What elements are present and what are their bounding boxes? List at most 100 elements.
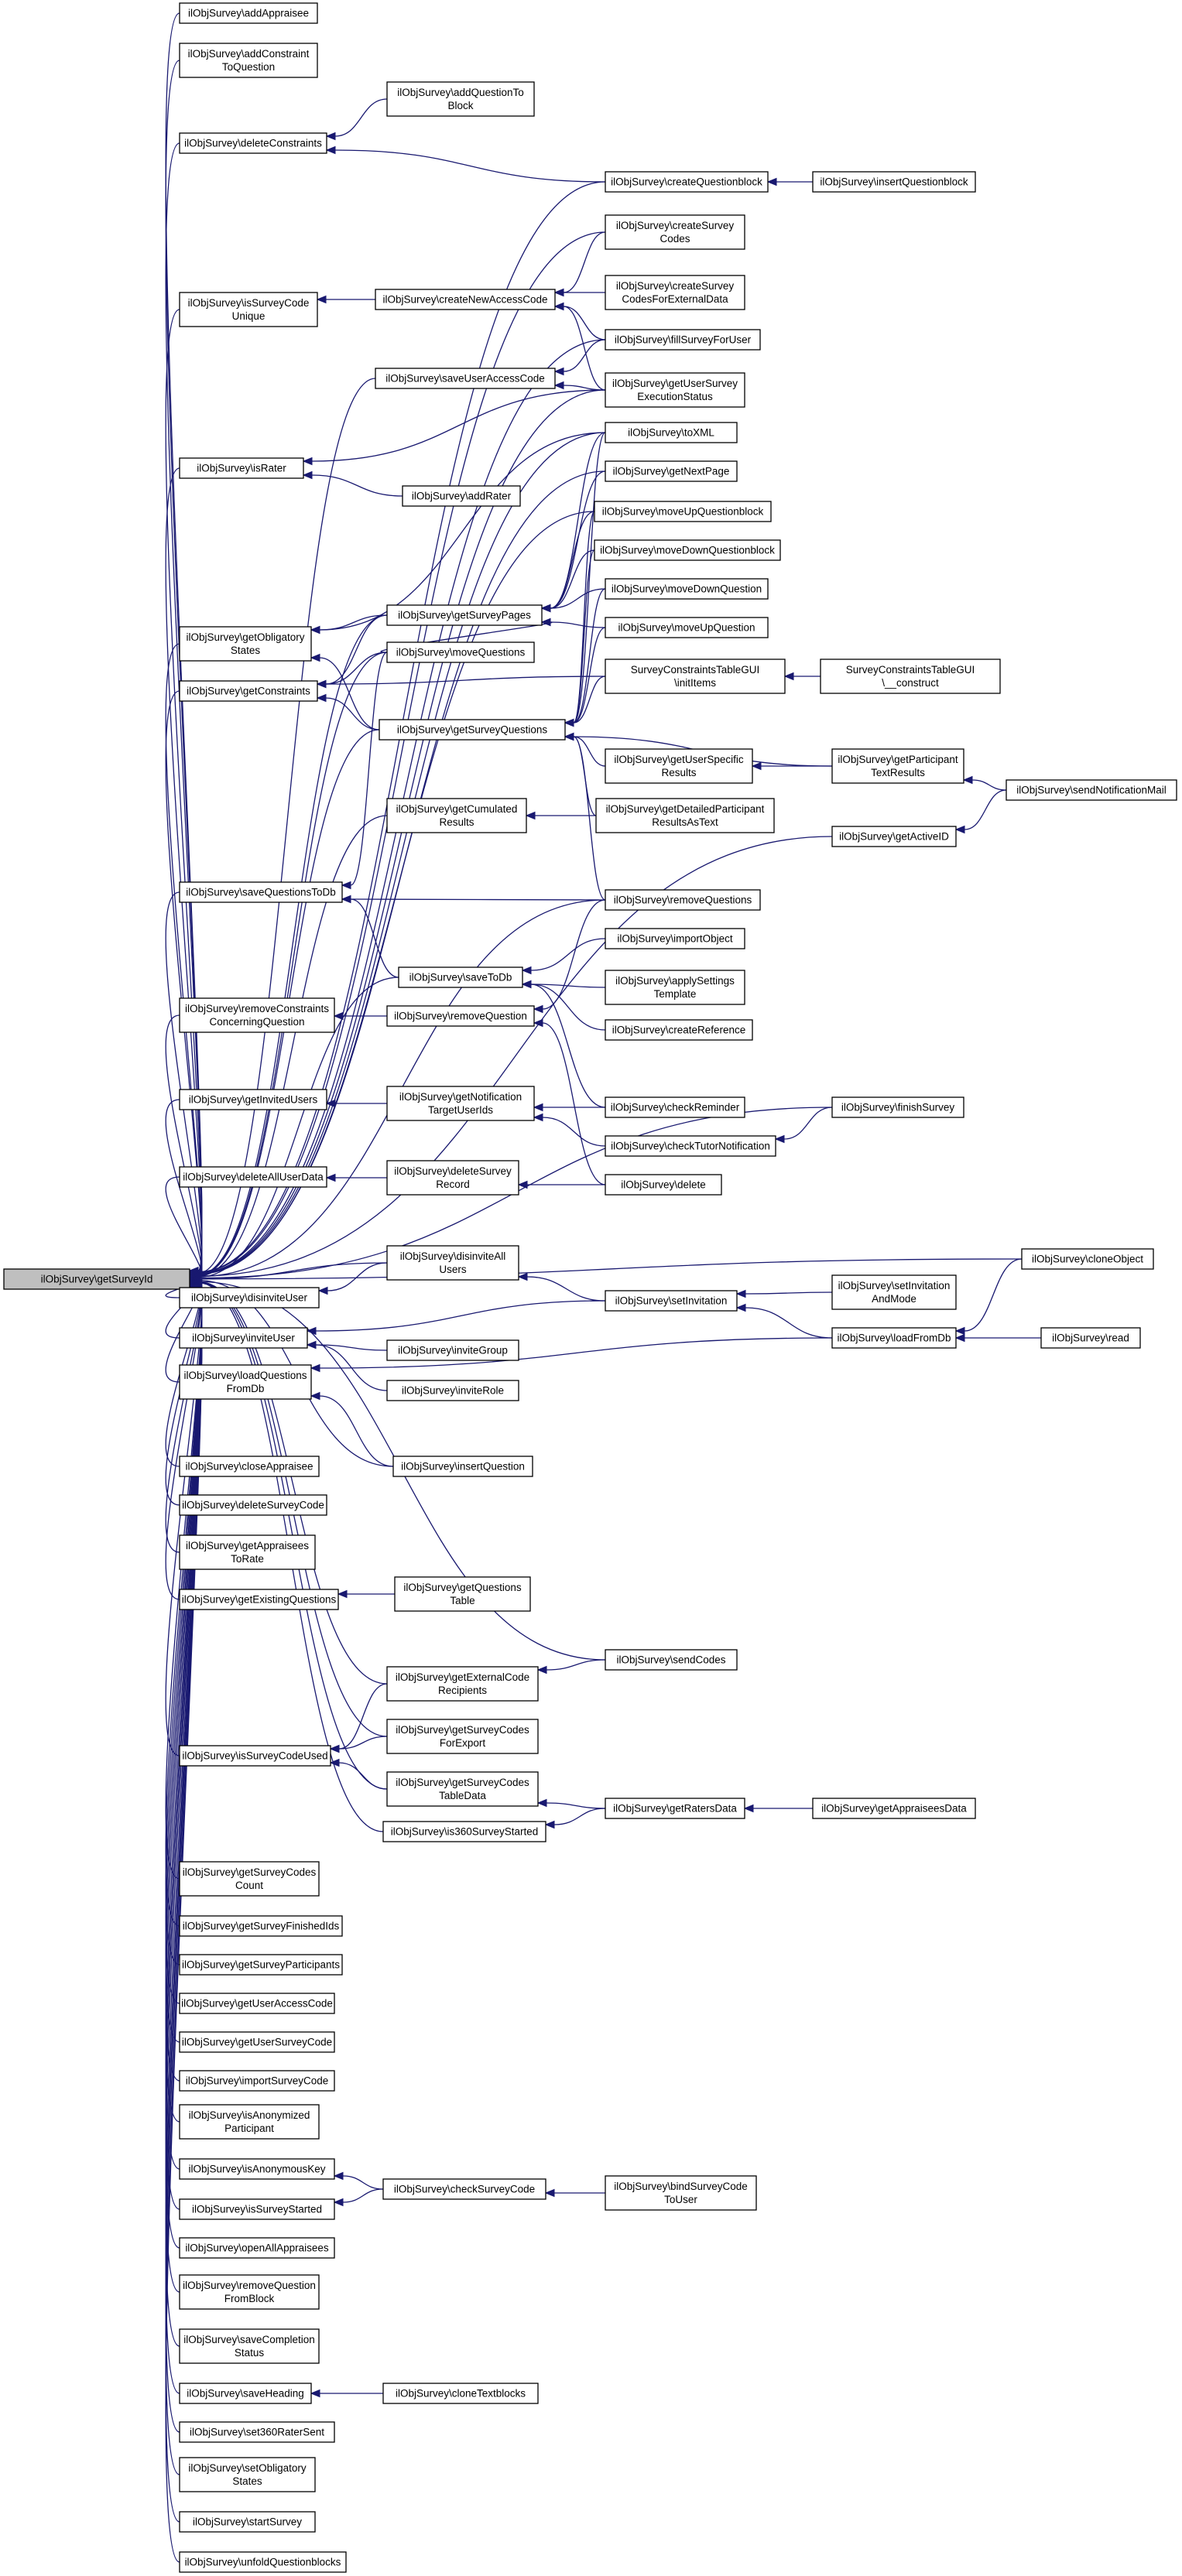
node-read[interactable]: ilObjSurvey\read <box>1040 1327 1141 1349</box>
node-get-existing-questions[interactable]: ilObjSurvey\getExistingQuestions <box>179 1589 339 1610</box>
node-remove-constraints-concerning-question[interactable]: ilObjSurvey\removeConstraintsConcerningQ… <box>179 997 335 1033</box>
node-move-questions[interactable]: ilObjSurvey\moveQuestions <box>386 641 535 663</box>
node-save-questions-to-db[interactable]: ilObjSurvey\saveQuestionsToDb <box>179 881 343 903</box>
node-delete-survey-code[interactable]: ilObjSurvey\deleteSurveyCode <box>179 1494 327 1516</box>
node-create-survey-codes-for-external-data[interactable]: ilObjSurvey\createSurveyCodesForExternal… <box>605 275 745 310</box>
node-get-survey-questions[interactable]: ilObjSurvey\getSurveyQuestions <box>379 719 566 741</box>
node-send-codes[interactable]: ilObjSurvey\sendCodes <box>605 1649 738 1671</box>
node-check-reminder[interactable]: ilObjSurvey\checkReminder <box>605 1096 745 1118</box>
node-invite-group[interactable]: ilObjSurvey\inviteGroup <box>386 1339 519 1361</box>
node-invite-role[interactable]: ilObjSurvey\inviteRole <box>386 1380 519 1401</box>
node-save-heading[interactable]: ilObjSurvey\saveHeading <box>179 2383 312 2404</box>
node-load-from-db[interactable]: ilObjSurvey\loadFromDb <box>831 1327 957 1349</box>
node-get-user-survey-code[interactable]: ilObjSurvey\getUserSurveyCode <box>179 2031 335 2053</box>
node-delete[interactable]: ilObjSurvey\delete <box>605 1174 722 1196</box>
node-add-appraisee[interactable]: ilObjSurvey\addAppraisee <box>179 2 318 24</box>
node-check-survey-code[interactable]: ilObjSurvey\checkSurveyCode <box>382 2178 546 2200</box>
node-get-raters-data[interactable]: ilObjSurvey\getRatersData <box>605 1798 745 1819</box>
node-import-object[interactable]: ilObjSurvey\importObject <box>605 928 745 949</box>
node-get-constraints[interactable]: ilObjSurvey\getConstraints <box>179 680 318 702</box>
node-move-up-questionblock[interactable]: ilObjSurvey\moveUpQuestionblock <box>594 501 772 522</box>
node-construct[interactable]: SurveyConstraintsTableGUI\__construct <box>820 659 1001 694</box>
node-clone-textblocks[interactable]: ilObjSurvey\cloneTextblocks <box>382 2383 539 2404</box>
node-insert-question[interactable]: ilObjSurvey\insertQuestion <box>392 1456 533 1477</box>
node-create-questionblock[interactable]: ilObjSurvey\createQuestionblock <box>605 171 769 193</box>
node-remove-questions[interactable]: ilObjSurvey\removeQuestions <box>605 889 761 911</box>
node-open-all-appraisees[interactable]: ilObjSurvey\openAllAppraisees <box>179 2237 335 2259</box>
node-get-invited-users[interactable]: ilObjSurvey\getInvitedUsers <box>179 1089 327 1110</box>
node-get-user-access-code[interactable]: ilObjSurvey\getUserAccessCode <box>179 1993 335 2014</box>
node-is-survey-code-used[interactable]: ilObjSurvey\isSurveyCodeUsed <box>179 1745 331 1767</box>
node-is360-survey-started[interactable]: ilObjSurvey\is360SurveyStarted <box>382 1821 546 1842</box>
node-set360-rater-sent[interactable]: ilObjSurvey\set360RaterSent <box>179 2421 335 2443</box>
node-get-next-page[interactable]: ilObjSurvey\getNextPage <box>605 460 738 482</box>
node-move-down-questionblock[interactable]: ilObjSurvey\moveDownQuestionblock <box>594 539 781 561</box>
graph-edges <box>165 12 1041 2563</box>
node-close-appraisee[interactable]: ilObjSurvey\closeAppraisee <box>179 1456 320 1477</box>
node-import-survey-code[interactable]: ilObjSurvey\importSurveyCode <box>179 2070 335 2092</box>
node-label: Participant <box>224 2123 274 2134</box>
node-unfold-questionblocks[interactable]: ilObjSurvey\unfoldQuestionblocks <box>179 2551 347 2573</box>
node-move-up-question[interactable]: ilObjSurvey\moveUpQuestion <box>605 617 769 638</box>
node-is-rater[interactable]: ilObjSurvey\isRater <box>179 457 304 479</box>
node-delete-all-user-data[interactable]: ilObjSurvey\deleteAllUserData <box>179 1166 327 1188</box>
node-get-survey-id[interactable]: ilObjSurvey\getSurveyId <box>3 1268 190 1290</box>
node-get-appraisees-data[interactable]: ilObjSurvey\getAppraiseesData <box>812 1798 976 1819</box>
node-disinvite-user[interactable]: ilObjSurvey\disinviteUser <box>179 1287 320 1309</box>
node-get-survey-pages[interactable]: ilObjSurvey\getSurveyPages <box>386 604 543 626</box>
node-clone-object[interactable]: ilObjSurvey\cloneObject <box>1021 1248 1154 1270</box>
node-label: ilObjSurvey\getRatersData <box>613 1803 737 1815</box>
node-get-detailed-participant-results-as-text[interactable]: ilObjSurvey\getDetailedParticipantResult… <box>595 798 775 833</box>
node-create-new-access-code[interactable]: ilObjSurvey\createNewAccessCode <box>375 289 556 310</box>
node-delete-constraints[interactable]: ilObjSurvey\deleteConstraints <box>179 132 327 154</box>
node-get-survey-finished-ids[interactable]: ilObjSurvey\getSurveyFinishedIds <box>179 1915 343 1937</box>
node-start-survey[interactable]: ilObjSurvey\startSurvey <box>179 2511 316 2533</box>
node-save-user-access-code[interactable]: ilObjSurvey\saveUserAccessCode <box>375 368 556 389</box>
node-check-tutor-notification[interactable]: ilObjSurvey\checkTutorNotification <box>605 1135 776 1157</box>
node-to-xml[interactable]: ilObjSurvey\toXML <box>605 422 738 443</box>
node-is-survey-started[interactable]: ilObjSurvey\isSurveyStarted <box>179 2198 335 2220</box>
node-get-active-id[interactable]: ilObjSurvey\getActiveID <box>831 826 957 847</box>
node-init-items[interactable]: SurveyConstraintsTableGUI\initItems <box>605 659 786 694</box>
node-invite-user[interactable]: ilObjSurvey\inviteUser <box>179 1327 308 1349</box>
node-is-anonymous-key[interactable]: ilObjSurvey\isAnonymousKey <box>179 2158 335 2180</box>
node-send-notification-mail[interactable]: ilObjSurvey\sendNotificationMail <box>1006 779 1177 801</box>
node-create-reference[interactable]: ilObjSurvey\createReference <box>605 1019 753 1041</box>
node-fill-survey-for-user[interactable]: ilObjSurvey\fillSurveyForUser <box>605 329 761 351</box>
node-label: ilObjSurvey\setObligatory <box>188 2462 307 2474</box>
node-remove-question[interactable]: ilObjSurvey\removeQuestion <box>386 1005 535 1027</box>
node-move-down-question[interactable]: ilObjSurvey\moveDownQuestion <box>605 578 769 600</box>
node-finish-survey[interactable]: ilObjSurvey\finishSurvey <box>831 1096 964 1118</box>
node-add-rater[interactable]: ilObjSurvey\addRater <box>402 485 521 507</box>
node-save-to-db[interactable]: ilObjSurvey\saveToDb <box>398 966 523 988</box>
node-set-invitation[interactable]: ilObjSurvey\setInvitation <box>605 1290 738 1312</box>
node-get-survey-participants[interactable]: ilObjSurvey\getSurveyParticipants <box>179 1954 343 1976</box>
node-insert-questionblock[interactable]: ilObjSurvey\insertQuestionblock <box>812 171 976 193</box>
